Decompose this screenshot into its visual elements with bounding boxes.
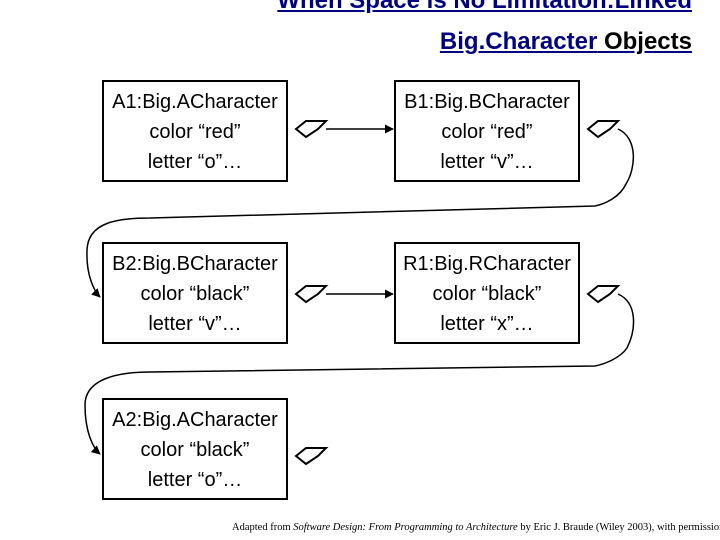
- title-suffix: Objects: [597, 28, 692, 55]
- title-class-name: Big.Character: [439, 28, 598, 55]
- link-arrow-r1-a2: [84, 293, 635, 455]
- object-box-a1: A1:Big.ACharacter color “red” letter “o”…: [102, 80, 288, 182]
- object-header-b1: B1:Big.BCharacter: [404, 90, 570, 114]
- object-letter-r1: letter “x”…: [440, 313, 534, 335]
- object-box-b1: B1:Big.BCharacter color “red” letter “v”…: [394, 80, 580, 182]
- credit-suffix: by Eric J. Braude (Wiley 2003), with per…: [517, 522, 720, 533]
- object-header-a1: A1:Big.ACharacter: [112, 90, 278, 114]
- credit-book-title: Software Design: From Programming to Arc…: [293, 522, 518, 533]
- credit-prefix: Adapted from: [232, 522, 294, 533]
- object-color-r1: color “black”: [432, 283, 542, 305]
- object-header-a2: A2:Big.ACharacter: [112, 408, 278, 432]
- object-letter-a2: letter “o”…: [147, 469, 243, 491]
- object-box-b2: B2:Big.BCharacter color “black” letter “…: [102, 242, 288, 344]
- object-letter-b2: letter “v”…: [148, 313, 242, 335]
- link-diamond-a1: [294, 120, 329, 139]
- link-arrow-b1-b2: [86, 128, 635, 298]
- slide-title-line2: Big.Character Objects: [440, 28, 692, 56]
- attribution-credit: Adapted from Software Design: From Progr…: [232, 522, 720, 533]
- link-diamond-b1: [586, 120, 621, 139]
- object-letter-b1: letter “v”…: [440, 151, 534, 173]
- object-color-b2: color “black”: [140, 283, 250, 305]
- link-diamond-a2: [294, 447, 329, 466]
- link-diamond-b2: [294, 285, 329, 304]
- object-color-b1: color “red”: [441, 121, 533, 143]
- object-box-r1: R1:Big.RCharacter color “black” letter “…: [394, 242, 580, 344]
- object-color-a2: color “black”: [140, 439, 250, 461]
- object-color-a1: color “red”: [149, 121, 241, 143]
- slide-title-line1: When Space is No Limitation:Linked: [277, 0, 692, 14]
- object-letter-a1: letter “o”…: [147, 151, 243, 173]
- link-diamond-r1: [586, 285, 621, 304]
- object-header-r1: R1:Big.RCharacter: [403, 252, 571, 276]
- object-header-b2: B2:Big.BCharacter: [112, 252, 278, 276]
- object-box-a2: A2:Big.ACharacter color “black” letter “…: [102, 398, 288, 500]
